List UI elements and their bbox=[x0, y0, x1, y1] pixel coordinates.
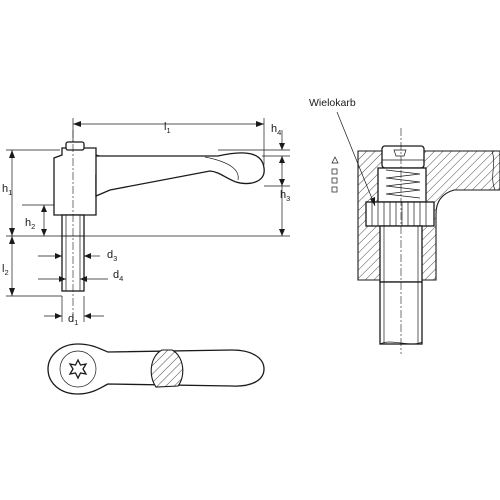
screw-head bbox=[381, 145, 425, 169]
dim-label-h4: h4 bbox=[271, 123, 281, 137]
torx-socket-icon bbox=[68, 358, 88, 380]
spring bbox=[385, 169, 421, 199]
dim-label-l2: l2 bbox=[2, 263, 9, 277]
side-view bbox=[53, 130, 265, 320]
dim-label-d1: d1 bbox=[68, 313, 78, 327]
section-break-line bbox=[491, 150, 496, 191]
callout-leader bbox=[336, 111, 376, 207]
marker-square-3-icon bbox=[331, 186, 338, 193]
serration-lines bbox=[371, 202, 427, 226]
wielokarb-callout: Wielokarb bbox=[309, 97, 356, 109]
marker-triangle-icon bbox=[331, 156, 339, 164]
marker-square-2-icon bbox=[331, 177, 338, 184]
dimension-lines bbox=[6, 118, 290, 322]
arm-cross-section bbox=[150, 349, 184, 388]
grip-line bbox=[204, 156, 239, 181]
dim-label-h2: h2 bbox=[25, 217, 35, 231]
dim-label-h3: h3 bbox=[280, 189, 290, 203]
lever-arm bbox=[95, 152, 265, 197]
hub-circle bbox=[59, 350, 97, 388]
dim-label-h1: h1 bbox=[2, 183, 12, 197]
screw-socket-line bbox=[393, 149, 407, 157]
marker-square-1-icon bbox=[331, 168, 338, 175]
dim-label-d4: d4 bbox=[113, 269, 123, 283]
top-view bbox=[47, 343, 265, 395]
section-view bbox=[331, 111, 500, 354]
dim-label-d3: d3 bbox=[107, 249, 117, 263]
spring-cavity bbox=[377, 167, 427, 203]
serrated-ring bbox=[365, 201, 435, 227]
dim-label-l1: l1 bbox=[164, 121, 171, 135]
hub-cap bbox=[65, 141, 85, 151]
